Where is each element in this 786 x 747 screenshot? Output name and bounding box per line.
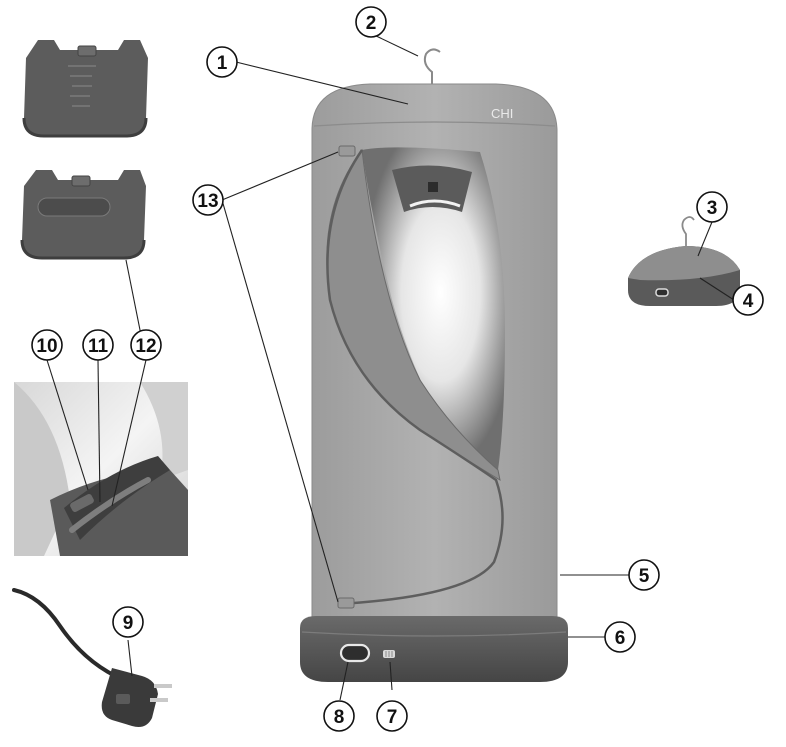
callout-8: 8 bbox=[323, 700, 355, 732]
svg-text:13: 13 bbox=[197, 191, 218, 212]
svg-text:9: 9 bbox=[123, 613, 134, 634]
svg-text:11: 11 bbox=[88, 336, 109, 357]
callout-9: 9 bbox=[112, 606, 144, 638]
callout-10: 10 bbox=[31, 329, 63, 361]
callout-5: 5 bbox=[628, 559, 660, 591]
callout-11: 11 bbox=[82, 329, 114, 361]
svg-text:3: 3 bbox=[707, 198, 718, 219]
svg-text:8: 8 bbox=[334, 707, 345, 728]
inset-handle bbox=[69, 477, 151, 533]
zipper-pull-bottom bbox=[337, 597, 355, 609]
top-hanger bbox=[423, 48, 441, 84]
plug-grip bbox=[116, 694, 130, 704]
callout-13: 13 bbox=[192, 184, 224, 216]
callout-4: 4 bbox=[732, 284, 764, 316]
power-cord bbox=[12, 588, 126, 682]
callout-1: 1 bbox=[206, 46, 238, 78]
callout-3: 3 bbox=[696, 191, 728, 223]
svg-text:1: 1 bbox=[217, 53, 228, 74]
inset-water-window bbox=[70, 494, 94, 512]
plug-prong-1 bbox=[154, 684, 172, 688]
cover-top-seam bbox=[313, 121, 556, 127]
svg-text:10: 10 bbox=[36, 336, 57, 357]
indicator-light bbox=[383, 650, 395, 658]
cap-hanger-hook bbox=[681, 216, 695, 246]
tank-grip bbox=[37, 197, 111, 217]
callout-12: 12 bbox=[130, 329, 162, 361]
svg-text:12: 12 bbox=[135, 336, 156, 357]
water-level-marks bbox=[68, 65, 96, 107]
water-tank-front bbox=[22, 40, 148, 138]
water-tank-back bbox=[20, 170, 146, 260]
plug-prong-2 bbox=[150, 698, 168, 702]
top-cap-assembly bbox=[628, 216, 740, 306]
cover-opening bbox=[362, 147, 505, 470]
steamer-unit: CHI bbox=[300, 48, 568, 682]
svg-text:6: 6 bbox=[615, 628, 626, 649]
svg-text:7: 7 bbox=[387, 707, 398, 728]
tank-detail-inset bbox=[14, 382, 188, 556]
callout-7: 7 bbox=[376, 700, 408, 732]
chi-logo: CHI bbox=[491, 106, 513, 121]
svg-text:2: 2 bbox=[366, 13, 377, 34]
callout-2: 2 bbox=[355, 6, 387, 38]
callout-6: 6 bbox=[604, 621, 636, 653]
base-rim bbox=[301, 631, 567, 637]
shirt-label bbox=[428, 182, 438, 192]
power-button[interactable] bbox=[339, 643, 371, 663]
cap-slot bbox=[655, 288, 669, 297]
svg-text:4: 4 bbox=[743, 291, 754, 312]
base-unit bbox=[300, 616, 568, 682]
zipper-track bbox=[326, 149, 504, 606]
zipper-pull-top bbox=[338, 145, 356, 157]
inner-hanger bbox=[409, 199, 461, 208]
power-plug-assembly bbox=[12, 588, 172, 727]
svg-text:5: 5 bbox=[639, 566, 650, 587]
